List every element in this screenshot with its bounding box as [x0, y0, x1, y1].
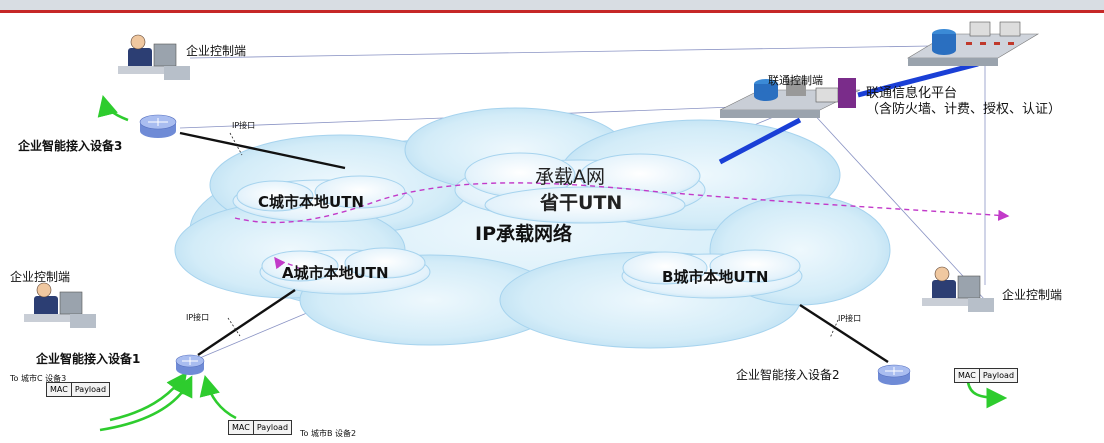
city-a-cloud	[259, 247, 431, 295]
ip-interface-label-top: IP接口	[232, 121, 256, 130]
core-network-label: 承载A网	[535, 166, 605, 188]
enterprise-control-left-label: 企业控制端	[10, 270, 71, 284]
packet-payload-field: Payload	[74, 385, 107, 394]
data-flow-paths	[234, 182, 1010, 271]
person-computer-icon	[922, 266, 994, 312]
core-utn-label: 省干UTN	[540, 192, 623, 214]
city-a-utn-label: A城市本地UTN	[282, 264, 389, 282]
unicom-control-label: 联通控制端	[768, 74, 823, 87]
packet-payload-field: Payload	[256, 423, 289, 432]
title-underline	[0, 10, 1104, 13]
ip-interface-label-left: IP接口	[186, 313, 210, 322]
link-unicom-to-right	[809, 109, 986, 301]
person-computer-icon	[118, 34, 190, 80]
title-bar	[0, 0, 1104, 10]
packet1-destination-label: To 城市C 设备3	[10, 374, 67, 383]
city-b-utn-label: B城市本地UTN	[662, 268, 769, 286]
router-icon	[877, 364, 911, 385]
packet2-destination-label: To 城市B 设备2	[300, 429, 357, 438]
access-links	[179, 131, 889, 364]
city-c-utn-label: C城市本地UTN	[258, 193, 364, 211]
packet-payload-field: Payload	[982, 371, 1015, 380]
unicom-platform-label: 联通信息化平台	[866, 86, 958, 101]
link-device3-cityc	[179, 131, 346, 170]
packet-mac-field: MAC	[229, 421, 254, 434]
link-core-unicom	[718, 117, 802, 165]
packet-header-1: MAC Payload	[46, 382, 111, 397]
router-icon	[175, 354, 205, 375]
enterprise-device2-label: 企业智能接入设备2	[736, 368, 840, 382]
ip-interface-marks	[227, 132, 839, 339]
packet-header-2: MAC Payload	[228, 420, 293, 435]
person-computer-icon	[24, 282, 96, 328]
info-platform-icon	[906, 21, 1040, 66]
city-b-cloud	[621, 249, 803, 299]
ip-interface-label-right: IP接口	[838, 314, 862, 323]
enterprise-control-top-label: 企业控制端	[186, 44, 247, 58]
packet-header-3: MAC Payload	[954, 368, 1019, 383]
router-icon	[139, 114, 177, 138]
backbone-links	[718, 61, 979, 165]
link-enterprise-top-to-platform	[189, 45, 931, 59]
enterprise-device3-label: 企业智能接入设备3	[18, 139, 123, 153]
server-rack-icon	[719, 78, 861, 118]
link-device2-cityb	[799, 303, 889, 364]
green-flow-arrows	[97, 94, 1008, 432]
ip-network-label: IP承载网络	[475, 223, 572, 245]
packet-mac-field: MAC	[47, 383, 72, 396]
enterprise-control-right-label: 企业控制端	[1002, 288, 1063, 302]
city-c-cloud	[232, 175, 414, 223]
packet-mac-field: MAC	[955, 369, 980, 382]
link-unicom-platform	[857, 61, 979, 98]
unicom-platform-sub-label: （含防火墙、计费、授权、认证）	[866, 102, 1062, 117]
enterprise-device1-label: 企业智能接入设备1	[36, 352, 141, 366]
link-device1-citya	[197, 289, 296, 356]
